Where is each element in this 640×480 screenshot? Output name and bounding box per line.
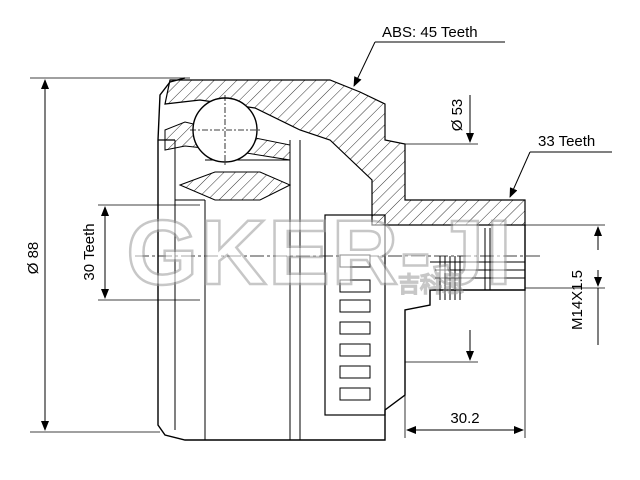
shaft-length-dimension: 30.2 bbox=[404, 290, 526, 438]
watermark-latin: GKER-JI bbox=[126, 202, 513, 304]
housing-outline bbox=[157, 77, 526, 441]
shaft-diameter-label: Ø 53 bbox=[449, 99, 466, 132]
shaft-splines bbox=[430, 228, 525, 300]
abs-teeth-label: ABS: 45 Teeth bbox=[382, 24, 478, 41]
inner-teeth-label: 30 Teeth bbox=[81, 223, 98, 280]
outer-teeth-label: 33 Teeth bbox=[538, 133, 595, 150]
watermark: GKER-JI 吉科思 bbox=[125, 201, 513, 306]
outer-teeth-callout: 33 Teeth bbox=[509, 133, 612, 198]
thread-dimension: M14X1.5 bbox=[525, 224, 605, 345]
shaft-length-label: 30.2 bbox=[450, 410, 479, 427]
outer-diameter-dimension: Ø 88 bbox=[25, 77, 190, 433]
watermark-cjk: 吉科思 bbox=[398, 272, 464, 297]
abs-callout: ABS: 45 Teeth bbox=[353, 24, 505, 87]
abs-teeth bbox=[339, 254, 371, 401]
thread-label: M14X1.5 bbox=[569, 270, 586, 330]
shaft-diameter-dimension: Ø 53 bbox=[405, 95, 478, 363]
inner-teeth-dimension: 30 Teeth bbox=[81, 204, 200, 301]
abs-ring bbox=[324, 214, 386, 416]
outer-diameter-label: Ø 88 bbox=[25, 242, 42, 275]
